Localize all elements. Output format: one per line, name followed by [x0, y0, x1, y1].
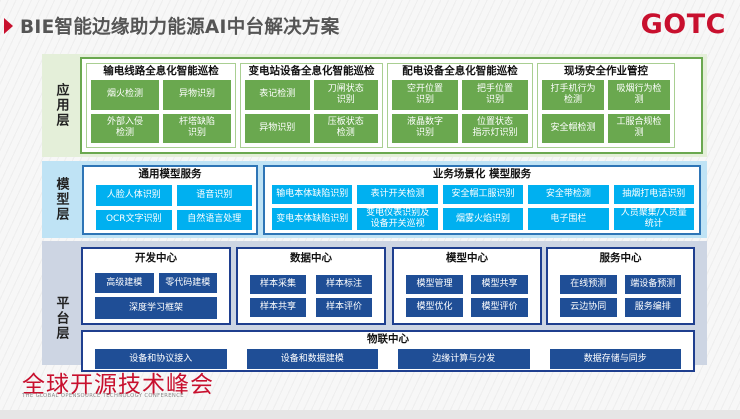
model-item: 安全帽工服识别 [442, 185, 524, 204]
business-model-services: 业务场景化 模型服务 输电本体缺陷识别 表计开关检测 安全帽工服识别 安全带检测… [263, 165, 701, 235]
title-marker-icon [4, 18, 13, 34]
layer-label-application: 应用层 [53, 83, 69, 128]
app-item: 吸烟行为检 测 [608, 80, 670, 110]
group-title: 配电设备全息化智能巡检 [402, 65, 518, 77]
group-title: 数据中心 [290, 252, 332, 264]
platform-item: 模型优化 [406, 298, 463, 317]
application-frame: 输电线路全息化智能巡检 烟火检测 异物识别 外部入侵 检测 杆塔缺陷 识别 变电… [80, 57, 703, 154]
platform-item: 样本共享 [250, 298, 306, 317]
iot-item: 边缘计算与分发 [398, 349, 530, 369]
iot-center: 物联中心 设备和协议接入 设备和数据建模 边缘计算与分发 数据存储与同步 [81, 330, 695, 372]
conference-name-cn: 全球开源技术峰会 [22, 372, 214, 398]
model-item: 变电仪表识别及 设备开关巡视 [357, 208, 438, 230]
iot-item: 设备和协议接入 [95, 349, 227, 369]
app-group-safety: 现场安全作业管控 打手机行为 检测 吸烟行为检 测 安全帽检测 工服合规检 测 [537, 63, 675, 148]
platform-item: 在线预测 [560, 275, 617, 294]
platform-item: 深度学习框架 [95, 297, 217, 319]
platform-layer: 平台层 开发中心 高级建模 零代码建模 深度学习框架 数据中心 样本采集 样本标… [42, 241, 707, 372]
group-title: 开发中心 [135, 252, 177, 264]
app-item: 外部入侵 检测 [91, 113, 159, 143]
group-title: 变电站设备全息化智能巡检 [248, 65, 375, 77]
app-item: 液晶数字 识别 [392, 113, 458, 143]
model-item: 安全带检测 [528, 185, 609, 204]
model-item: 表计开关检测 [357, 185, 438, 204]
model-center: 模型中心 模型管理 模型共享 模型优化 模型评价 [392, 247, 542, 325]
model-item: 变电本体缺陷识别 [272, 208, 353, 230]
group-title: 输电线路全息化智能巡检 [103, 65, 219, 77]
general-model-services: 通用模型服务 人脸人体识别 语音识别 OCR文字识别 自然语言处理 [82, 165, 258, 235]
app-item: 刀闸状态 识别 [313, 80, 378, 110]
app-group-transmission: 输电线路全息化智能巡检 烟火检测 异物识别 外部入侵 检测 杆塔缺陷 识别 [86, 63, 236, 148]
app-item: 空开位置 识别 [392, 80, 458, 110]
app-group-distribution: 配电设备全息化智能巡检 空开位置 识别 把手位置 识别 液晶数字 识别 位置状态… [387, 63, 533, 148]
data-center: 数据中心 样本采集 样本标注 样本共享 样本评价 [236, 247, 386, 325]
model-item: 输电本体缺陷识别 [272, 185, 353, 204]
group-title: 模型中心 [446, 252, 488, 264]
iot-item: 数据存储与同步 [549, 349, 681, 369]
model-item: OCR文字识别 [96, 209, 172, 230]
platform-item: 高级建模 [95, 273, 154, 293]
layer-label-platform: 平台层 [53, 295, 69, 341]
platform-item: 零代码建模 [158, 273, 217, 293]
model-layer: 模型层 通用模型服务 人脸人体识别 语音识别 OCR文字识别 自然语言处理 业务… [42, 161, 707, 238]
platform-item: 模型共享 [471, 275, 528, 294]
conference-name-en: THE GLOBAL OPENSOURCE TECHNOLOGY CONFERE… [22, 393, 184, 399]
app-item: 烟火检测 [91, 80, 159, 110]
gotc-logo: GOTC [640, 9, 726, 40]
group-title: 业务场景化 模型服务 [432, 168, 532, 180]
bottom-bar [0, 410, 740, 419]
app-item: 把手位置 识别 [462, 80, 528, 110]
group-title: 服务中心 [599, 252, 642, 264]
app-item: 打手机行为 检测 [542, 80, 604, 110]
platform-item: 模型评价 [471, 298, 528, 317]
group-title: 物联中心 [367, 333, 409, 345]
model-item: 自然语言处理 [176, 209, 252, 230]
group-title: 通用模型服务 [138, 168, 202, 180]
dev-center: 开发中心 高级建模 零代码建模 深度学习框架 [81, 247, 231, 325]
model-item: 语音识别 [176, 185, 252, 206]
model-item: 抽烟打电话识别 [613, 185, 694, 204]
app-item: 安全帽检测 [542, 113, 604, 143]
model-item: 电子围栏 [528, 208, 609, 230]
layer-label-model: 模型层 [53, 177, 69, 222]
app-group-substation: 变电站设备全息化智能巡检 表记检测 刀闸状态 识别 异物识别 压板状态 检测 [240, 63, 383, 148]
page-title: BIE智能边缘助力能源AI中台解决方案 [20, 17, 340, 38]
application-layer: 应用层 输电线路全息化智能巡检 烟火检测 异物识别 外部入侵 检测 杆塔缺陷 识… [42, 54, 707, 157]
iot-item: 设备和数据建模 [246, 349, 378, 369]
model-item: 人员聚集/人员量 统计 [613, 208, 694, 230]
app-item: 异物识别 [245, 113, 310, 143]
platform-item: 样本采集 [250, 275, 306, 294]
model-item: 烟雾火焰识别 [442, 208, 524, 230]
model-item: 人脸人体识别 [96, 185, 172, 206]
platform-item: 服务编排 [624, 298, 681, 317]
app-item: 压板状态 检测 [313, 113, 378, 143]
platform-item: 端设备预测 [624, 275, 681, 294]
app-item: 位置状态 指示灯识别 [462, 113, 528, 143]
service-center: 服务中心 在线预测 端设备预测 云边协同 服务编排 [546, 247, 695, 325]
app-item: 工服合规检 测 [608, 113, 670, 143]
platform-item: 云边协同 [560, 298, 617, 317]
platform-item: 模型管理 [406, 275, 463, 294]
group-title: 现场安全作业管控 [564, 65, 648, 77]
app-item: 表记检测 [245, 80, 310, 110]
platform-item: 样本标注 [316, 275, 372, 294]
app-item: 杆塔缺陷 识别 [163, 113, 231, 143]
app-item: 异物识别 [163, 80, 231, 110]
platform-item: 样本评价 [316, 298, 372, 317]
